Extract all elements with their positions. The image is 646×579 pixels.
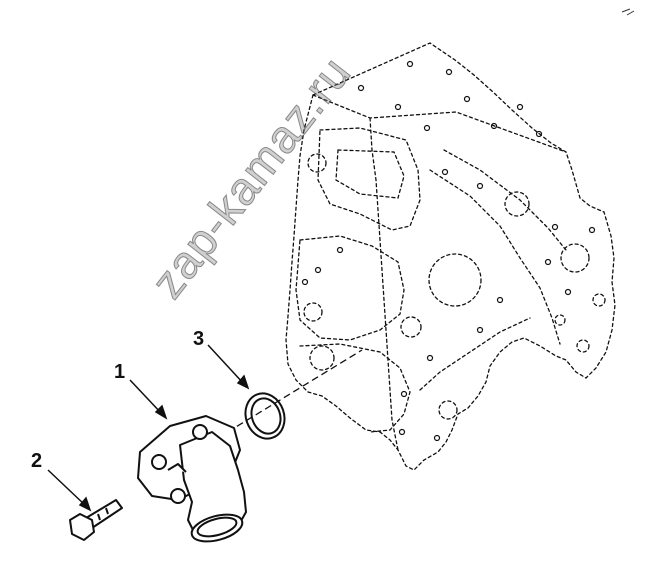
bore-mid	[303, 302, 323, 322]
bore-left	[307, 153, 327, 173]
bore-small-1	[592, 293, 606, 307]
bore-side	[560, 243, 590, 273]
leader-2	[47, 469, 87, 507]
gasket-ring	[244, 392, 286, 440]
bottom-rib	[419, 317, 531, 391]
inner-recess	[335, 149, 405, 199]
bore-rear	[438, 400, 458, 420]
flange-bolt	[69, 499, 123, 541]
elbow-fitting	[137, 415, 247, 543]
mid-flange	[295, 235, 405, 341]
engine-block-outline	[285, 42, 616, 471]
bore-upper	[504, 191, 530, 217]
engine-top-edge	[312, 94, 567, 153]
lower-flange	[299, 343, 411, 433]
bore-small-2	[576, 339, 590, 353]
leader-1	[129, 379, 163, 415]
leader-3	[207, 344, 245, 385]
callout-part-1: 1	[114, 361, 126, 383]
bore-lower	[309, 345, 335, 371]
side-web-2	[443, 149, 567, 251]
callout-part-2: 2	[31, 450, 43, 472]
callout-part-3: 3	[193, 328, 205, 350]
bore-large	[428, 253, 482, 307]
bore-small-3	[554, 314, 566, 326]
engine-front-edge	[369, 117, 399, 451]
side-web	[429, 169, 561, 345]
upper-panel	[317, 127, 421, 231]
bore-front	[400, 316, 422, 338]
